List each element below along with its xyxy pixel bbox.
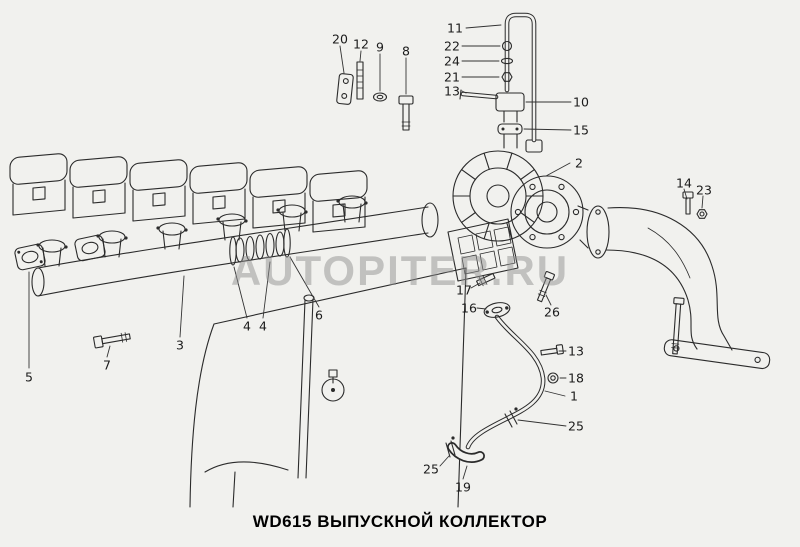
- part-label-20: 20: [332, 31, 348, 47]
- engine-block: [189, 267, 467, 508]
- part-label-5: 5: [25, 369, 33, 385]
- bellows-connector: [229, 228, 291, 266]
- part-label-1: 1: [570, 388, 578, 404]
- part-label-21: 21: [444, 69, 460, 85]
- oil-feed-pipe: [459, 12, 537, 149]
- part-label-23: 23: [696, 182, 712, 198]
- part-label-11: 11: [447, 20, 463, 36]
- part-label-2: 2: [575, 155, 583, 171]
- part-label-9: 9: [376, 39, 384, 55]
- part-label-25-upper: 25: [568, 418, 584, 434]
- diagram-title: WD615 ВЫПУСКНОЙ КОЛЛЕКТОР: [252, 512, 548, 531]
- part-label-18: 18: [568, 370, 584, 386]
- part-label-3: 3: [176, 337, 184, 353]
- watermark: AUTOPITER.RU: [230, 247, 570, 294]
- part-label-6: 6: [315, 307, 323, 323]
- part-label-13-mid: 13: [568, 343, 584, 359]
- oil-return-pipe: [445, 302, 546, 463]
- turbocharger: [452, 139, 584, 249]
- exhaust-downpipe: [605, 207, 771, 370]
- part-label-26: 26: [544, 304, 560, 320]
- part-label-12: 12: [353, 36, 369, 52]
- part-label-24: 24: [444, 53, 460, 69]
- part-label-8: 8: [402, 43, 410, 59]
- part-label-4-left: 4: [243, 318, 251, 334]
- part-label-14: 14: [676, 175, 692, 191]
- part-label-15: 15: [573, 122, 589, 138]
- part-label-25-lower: 25: [423, 461, 439, 477]
- part-label-22: 22: [444, 38, 460, 54]
- turbo-bracket: [447, 218, 519, 282]
- turbo-outlet-flange: [577, 205, 610, 259]
- cylinder-head-covers: [9, 153, 368, 233]
- part-label-7: 7: [103, 357, 111, 373]
- part-label-17: 17: [456, 282, 472, 298]
- part-label-4-right: 4: [259, 318, 267, 334]
- port-gaskets: [14, 234, 106, 271]
- fasteners: [93, 61, 708, 384]
- part-label-13-top: 13: [444, 83, 460, 99]
- part-label-19: 19: [455, 479, 471, 495]
- part-label-16: 16: [461, 300, 477, 316]
- leader-lines: [28, 24, 704, 480]
- part-label-10: 10: [573, 94, 589, 110]
